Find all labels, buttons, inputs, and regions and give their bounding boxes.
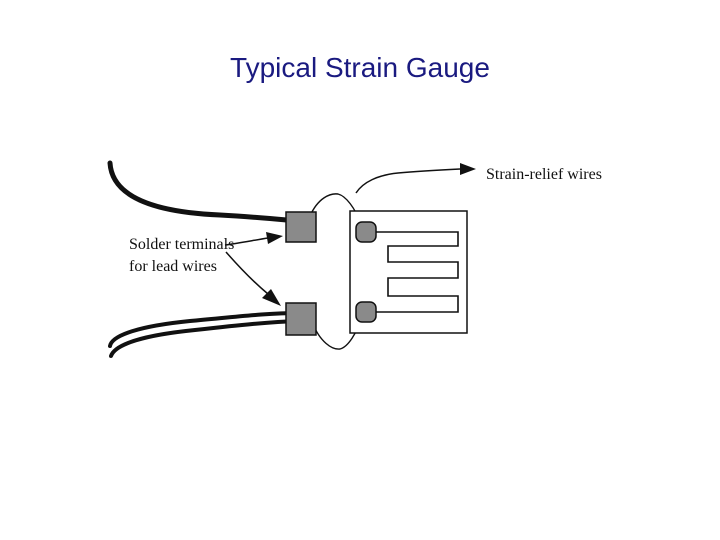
strain-relief-arrowhead — [460, 163, 476, 175]
lead-wire-bottom-a — [108, 311, 302, 348]
gauge-pad-top — [355, 221, 377, 243]
solder-terminal-bottom — [285, 302, 317, 336]
solder-arrow-bottom — [225, 251, 269, 295]
solder-arrowhead-bottom — [262, 289, 281, 306]
slide-title: Typical Strain Gauge — [230, 52, 490, 83]
gauge-grid — [372, 231, 459, 313]
strain-relief-arrow — [355, 168, 461, 194]
solder-arrowhead-top — [266, 232, 283, 244]
solder-terminal-top — [285, 211, 317, 243]
solder-arrow-top — [224, 237, 269, 246]
solder-label-line2: for lead wires — [129, 258, 217, 275]
lead-wire-top — [107, 160, 301, 224]
strain-relief-label: Strain-relief wires — [486, 166, 602, 183]
gauge-pad-bottom — [355, 301, 377, 323]
solder-label-line1: Solder terminals — [129, 236, 234, 253]
lead-wire-bottom-b — [109, 319, 302, 358]
